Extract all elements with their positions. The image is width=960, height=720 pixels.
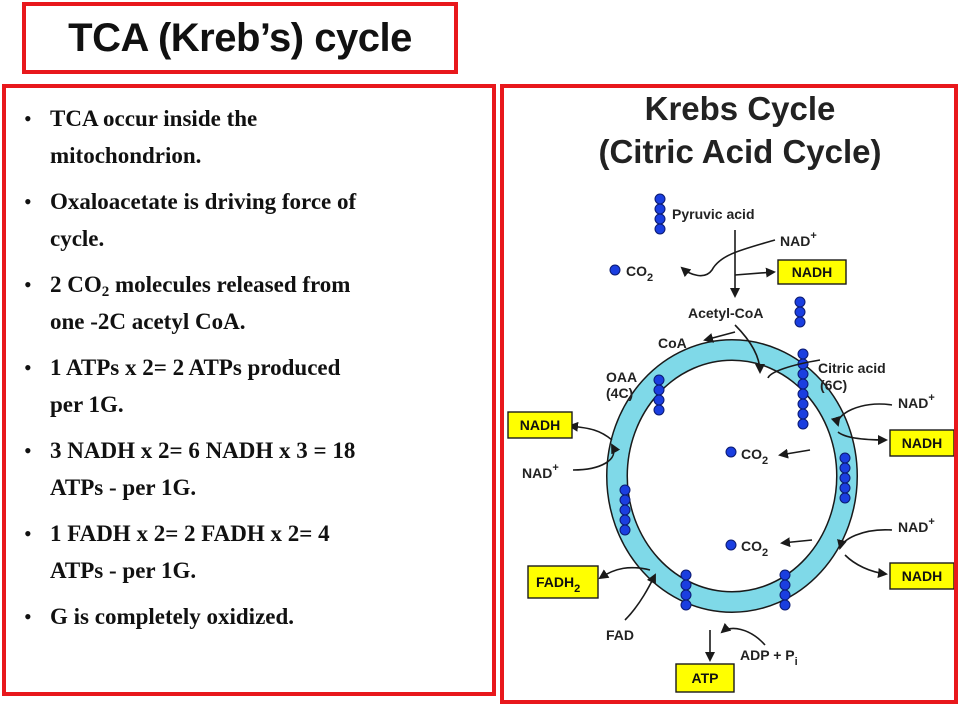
label-6c: (6C) [820,377,847,393]
nadh-box [507,411,573,439]
bullet-item: • 1 FADH x 2= 2 FADH x 2= 4 ATPs - per 1… [20,515,478,589]
bullet-dot: • [24,272,32,297]
label-citric-acid: Citric acid [818,360,886,376]
bullet-text: G is completely oxidized. [50,604,295,629]
bullet-item: • 2 CO2 molecules released from one -2C … [20,266,478,340]
label-co2: CO2 [741,538,768,559]
bullet-item: • Oxaloacetate is driving force of cycle… [20,183,478,257]
nadh-box [889,429,954,457]
label-4c: (4C) [606,385,633,401]
label-coa: CoA [658,335,687,351]
label-nadh: NADH [902,435,942,451]
bullet-text: 3 NADH x 2= 6 NADH x 3 = 18 [50,438,356,463]
label-nad: NAD+ [780,230,817,249]
label-co2: CO2 [741,446,768,467]
bullet-item: • 1 ATPs x 2= 2 ATPs produced per 1G. [20,349,478,423]
bullet-text: ATPs - per 1G. [50,475,197,500]
atp-box [675,663,735,693]
label-fadh2: FADH2 [536,574,580,595]
bullet-item: • G is completely oxidized. [20,598,478,635]
bullet-dot: • [24,355,32,380]
bullet-text: molecules released from [109,272,351,297]
slide-title: TCA (Kreb’s) cycle [68,15,412,60]
molecule-chains [609,193,851,611]
bullet-panel: • TCA occur inside the mitochondrion. • … [2,84,496,696]
label-nadh: NADH [520,417,560,433]
bullet-item: • 3 NADH x 2= 6 NADH x 3 = 18 ATPs - per… [20,432,478,506]
reaction-arrows [568,230,893,662]
bullet-text: TCA occur inside the [50,106,258,131]
krebs-cycle-diagram: Krebs Cycle (Citric Acid Cycle) [507,90,954,693]
diagram-panel: Krebs Cycle (Citric Acid Cycle) [500,84,958,704]
diagram-title-line1: Krebs Cycle [645,90,836,127]
bullet-text: 1 ATPs x 2= 2 ATPs produced [50,355,341,380]
bullet-dot: • [24,604,32,629]
label-adp-pi: ADP + Pi [740,647,798,668]
bullet-text: mitochondrion. [50,143,202,168]
bullet-text: per 1G. [50,392,124,417]
label-pyruvic-acid: Pyruvic acid [672,206,755,222]
nadh-box [889,562,954,590]
label-oaa: OAA [606,369,637,385]
label-nadh: NADH [792,264,832,280]
bullet-dot: • [24,189,32,214]
fadh2-box [527,565,599,599]
bullet-dot: • [24,438,32,463]
bullet-text: 1 FADH x 2= 2 FADH x 2= 4 [50,521,330,546]
bullet-list: • TCA occur inside the mitochondrion. • … [6,88,492,635]
label-nad: NAD+ [898,516,935,535]
bullet-text: one -2C acetyl CoA. [50,309,246,334]
label-nad: NAD+ [522,462,559,481]
label-fad: FAD [606,627,634,643]
bullet-text: ATPs - per 1G. [50,558,197,583]
bullet-dot: • [24,106,32,131]
nadh-box [777,259,847,285]
bullet-dot: • [24,521,32,546]
label-co2: CO2 [626,263,653,284]
bullet-text: cycle. [50,226,105,251]
bullet-text: Oxaloacetate is driving force of [50,189,357,214]
cycle-ring [607,340,857,612]
label-nad: NAD+ [898,392,935,411]
bullet-item: • TCA occur inside the mitochondrion. [20,100,478,174]
bullet-text: 2 CO [50,272,102,297]
label-nadh: NADH [902,568,942,584]
subscript: 2 [101,284,110,300]
diagram-title-line2: (Citric Acid Cycle) [598,133,881,170]
label-acetyl-coa: Acetyl-CoA [688,305,763,321]
label-atp: ATP [692,670,719,686]
slide-title-box: TCA (Kreb’s) cycle [22,2,458,74]
